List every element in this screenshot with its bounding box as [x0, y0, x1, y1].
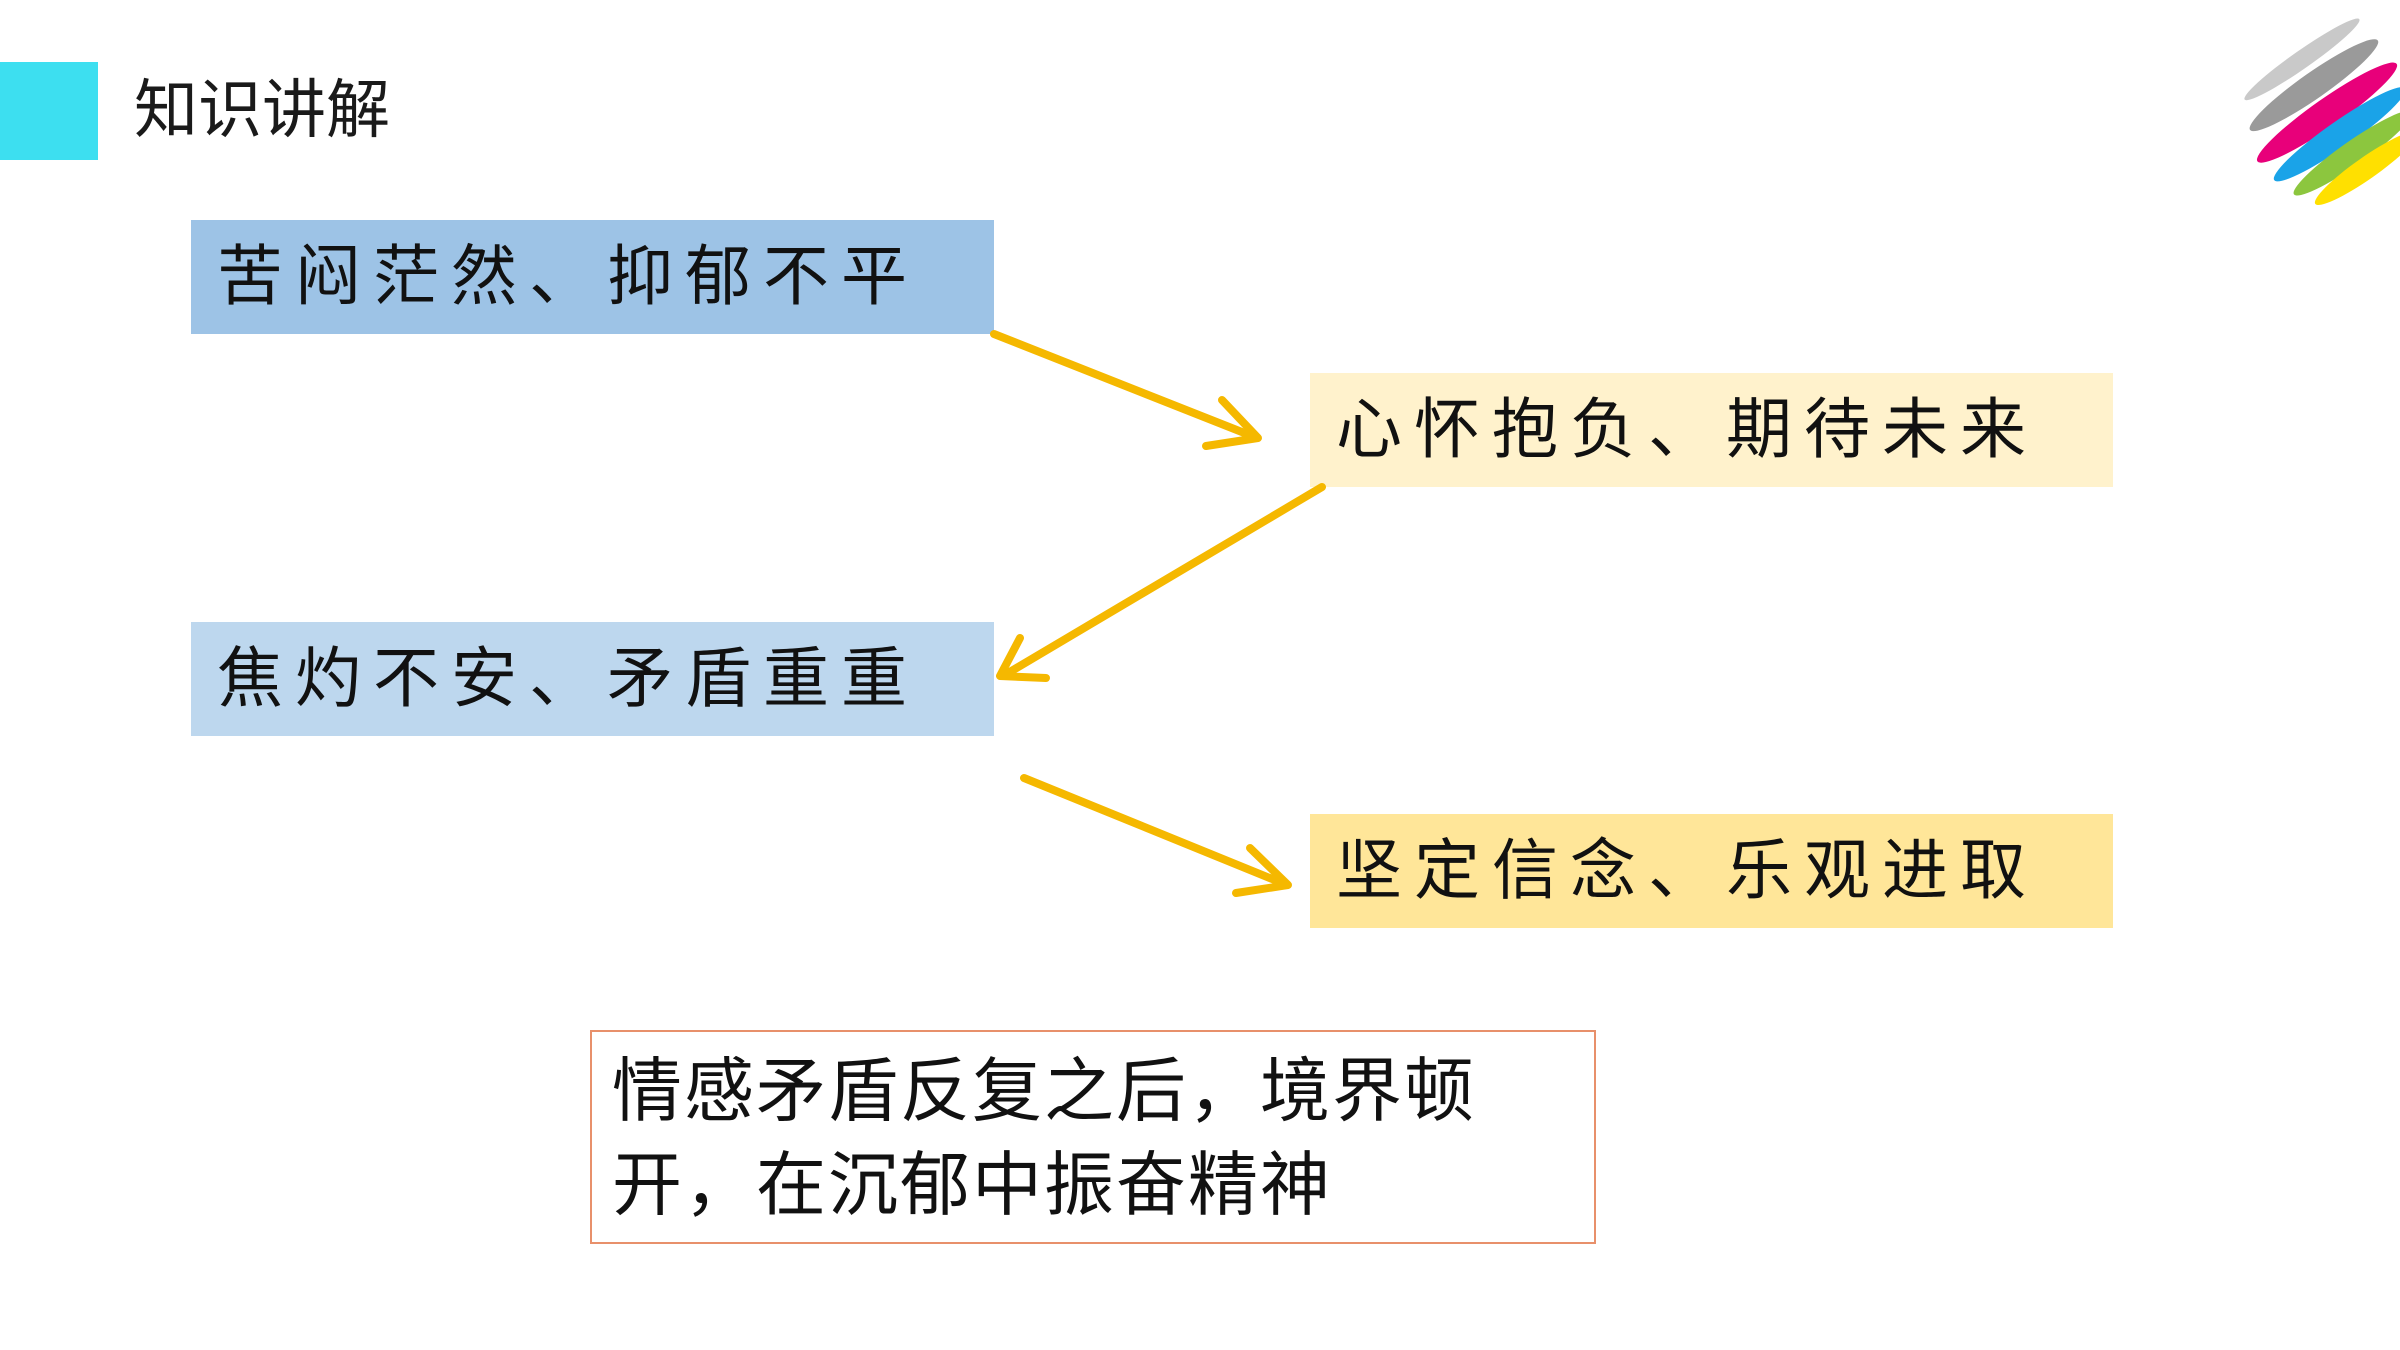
flow-node-1: 苦闷茫然、抑郁不平 [191, 220, 994, 334]
arrow-node1-to-node2 [990, 330, 1262, 450]
summary-box: 情感矛盾反复之后，境界顿 开，在沉郁中振奋精神 [590, 1030, 1596, 1244]
summary-line-1: 情感矛盾反复之后，境界顿 [612, 1050, 1476, 1132]
summary-line-2: 开，在沉郁中振奋精神 [612, 1144, 1332, 1226]
arrow-node3-to-node4 [1020, 774, 1292, 897]
page-title: 知识讲解 [134, 74, 390, 148]
flow-node-4: 坚定信念、乐观进取 [1310, 814, 2113, 928]
title-accent-square [0, 62, 98, 160]
brand-logo-icon [2244, 18, 2400, 206]
arrow-node2-to-node3 [996, 483, 1326, 682]
flow-node-3: 焦灼不安、矛盾重重 [191, 622, 994, 736]
flow-node-2: 心怀抱负、期待未来 [1310, 373, 2113, 487]
